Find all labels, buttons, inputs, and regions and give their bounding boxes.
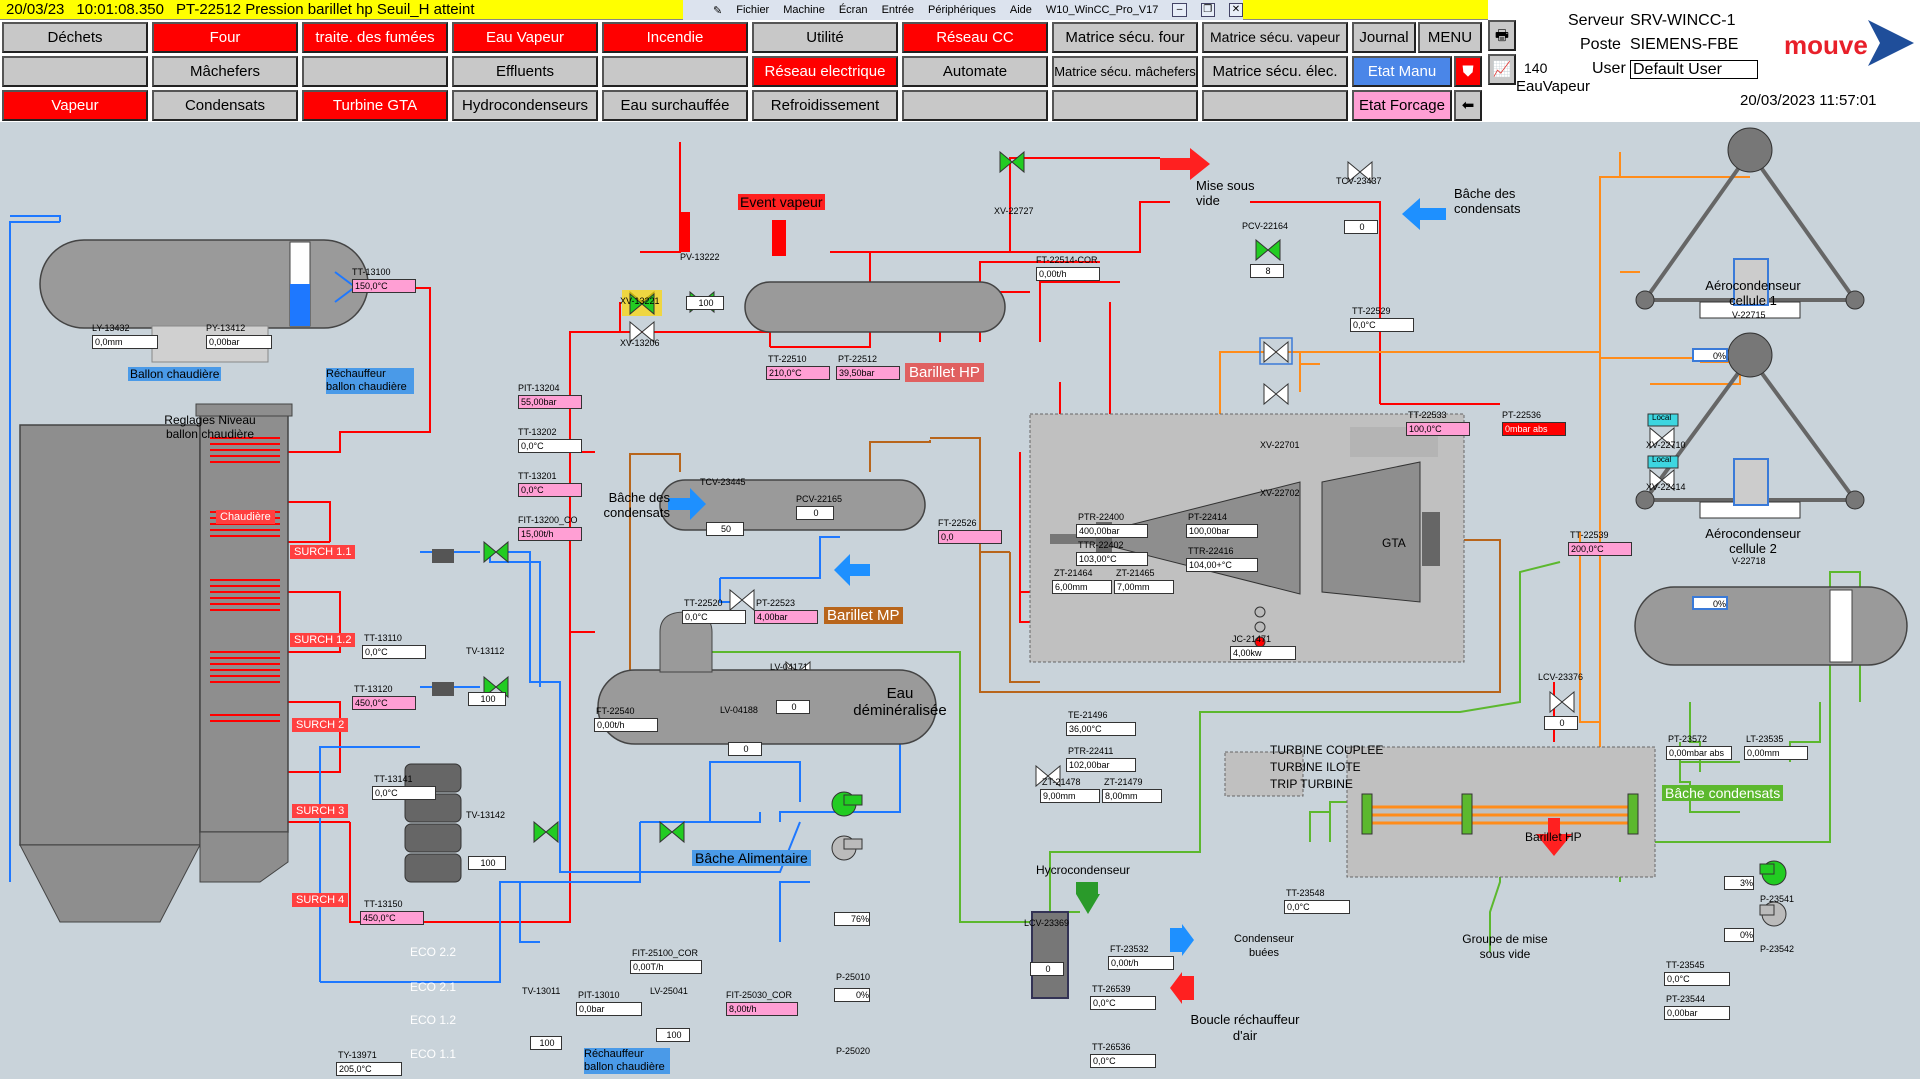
- nav-etat-manu[interactable]: Etat Manu: [1352, 56, 1452, 87]
- clock: 20/03/2023 11:57:01: [1740, 92, 1877, 109]
- nav-machefers[interactable]: Mâchefers: [152, 56, 298, 87]
- alarm-message: PT-22512 Pression barillet hp Seuil_H at…: [175, 1, 475, 18]
- nav-automate[interactable]: Automate: [902, 56, 1048, 87]
- print-icon[interactable]: 🖶: [1488, 20, 1516, 51]
- info-panel: 🖶 📈 140 EauVapeur Serveur SRV-WINCC-1 Po…: [1488, 0, 1920, 122]
- user-field[interactable]: Default User: [1630, 60, 1758, 79]
- poste-label: Poste: [1580, 36, 1621, 53]
- bache-condensats-arrow-icon: [1402, 198, 1446, 230]
- nav-dechets[interactable]: Déchets: [2, 22, 148, 53]
- nav-matrice-machefers[interactable]: Matrice sécu. mâchefers: [1052, 56, 1198, 87]
- reglages-button-bg[interactable]: [151, 325, 269, 363]
- vm-title: W10_WinCC_Pro_V17: [1045, 4, 1159, 16]
- minimize-icon[interactable]: –: [1172, 3, 1187, 17]
- alarm-time: 10:01:08.350: [76, 1, 164, 18]
- eau-demin-arrow-icon: [834, 554, 870, 586]
- nav-matrice-vapeur[interactable]: Matrice sécu. vapeur: [1202, 22, 1348, 53]
- poste-value: SIEMENS-FBE: [1630, 36, 1739, 53]
- ballon-chaudiere-vessel: [39, 239, 369, 329]
- reglages-button[interactable]: Reglages Niveau ballon chaudière: [164, 413, 256, 441]
- user-label: User: [1592, 60, 1626, 77]
- nav-empty-3[interactable]: [602, 56, 748, 87]
- nav-turbine-gta[interactable]: Turbine GTA: [302, 90, 448, 121]
- bache-condensats-left-arrow-icon: [668, 488, 706, 520]
- nav-matrice-elec[interactable]: Matrice sécu. élec.: [1202, 56, 1348, 87]
- wincc-menubar: ✎ Fichier Machine Écran Entrée Périphéri…: [683, 0, 1243, 20]
- boucle-in-arrow-icon: [1170, 972, 1194, 1004]
- nav-etat-forcage[interactable]: Etat Forcage: [1352, 90, 1452, 121]
- server-label: Serveur: [1568, 12, 1625, 29]
- mise-sous-vide-arrow-icon: [1160, 148, 1210, 180]
- menu-machine[interactable]: Machine: [783, 4, 825, 16]
- nav-effluents[interactable]: Effluents: [452, 56, 598, 87]
- nav-vapeur[interactable]: Vapeur: [2, 90, 148, 121]
- screen-name: EauVapeur: [1516, 78, 1590, 95]
- menu-peripheriques[interactable]: Périphériques: [927, 4, 996, 16]
- nav-four[interactable]: Four: [152, 22, 298, 53]
- nav-traite-fumees[interactable]: traite. des fumées: [302, 22, 448, 53]
- valve-symbols: [483, 150, 1575, 844]
- nav-reseau-cc[interactable]: Réseau CC: [902, 22, 1048, 53]
- trend-icon[interactable]: 📈: [1488, 54, 1516, 85]
- shield-icon[interactable]: ⛊: [1454, 56, 1482, 87]
- mouve-logo: mouve: [1784, 30, 1868, 60]
- nav-empty-5[interactable]: [1052, 90, 1198, 121]
- nav-eau-surchauffee[interactable]: Eau surchauffée: [602, 90, 748, 121]
- navigation-grid: Déchets Four traite. des fumées Eau Vape…: [0, 20, 1488, 122]
- pin-icon[interactable]: ✎: [713, 4, 723, 17]
- logo-arrow-icon: [1868, 20, 1914, 66]
- event-vapeur-icon: [772, 220, 786, 256]
- close-icon[interactable]: ✕: [1228, 3, 1243, 17]
- server-value: SRV-WINCC-1: [1630, 12, 1736, 29]
- nav-empty-1[interactable]: [2, 56, 148, 87]
- process-diagram: [9, 127, 1908, 1004]
- nav-menu[interactable]: MENU: [1418, 22, 1482, 53]
- hydrocond-arrow-icon: [1076, 894, 1100, 914]
- nav-hydrocondenseurs[interactable]: Hydrocondenseurs: [452, 90, 598, 121]
- nav-empty-4[interactable]: [902, 90, 1048, 121]
- back-arrow-icon[interactable]: ⬅: [1454, 90, 1482, 121]
- barillet-hp-arrow-icon: [1536, 818, 1572, 856]
- menu-aide[interactable]: Aide: [1009, 4, 1032, 16]
- nav-matrice-four[interactable]: Matrice sécu. four: [1052, 22, 1198, 53]
- nav-utilite[interactable]: Utilité: [752, 22, 898, 53]
- screen-number: 140: [1524, 60, 1548, 76]
- alarm-date: 20/03/23: [6, 1, 65, 18]
- nav-incendie[interactable]: Incendie: [602, 22, 748, 53]
- nav-empty-2[interactable]: [302, 56, 448, 87]
- restore-icon[interactable]: ❐: [1200, 3, 1215, 17]
- menu-entree[interactable]: Entrée: [881, 4, 914, 16]
- menu-fichier[interactable]: Fichier: [736, 4, 770, 16]
- nav-reseau-electrique[interactable]: Réseau electrique: [752, 56, 898, 87]
- menu-ecran[interactable]: Écran: [838, 4, 868, 16]
- nav-empty-6[interactable]: [1202, 90, 1348, 121]
- boucle-out-arrow-icon: [1170, 924, 1194, 956]
- nav-refroidissement[interactable]: Refroidissement: [752, 90, 898, 121]
- nav-journal[interactable]: Journal: [1352, 22, 1416, 53]
- nav-eau-vapeur[interactable]: Eau Vapeur: [452, 22, 598, 53]
- nav-condensats[interactable]: Condensats: [152, 90, 298, 121]
